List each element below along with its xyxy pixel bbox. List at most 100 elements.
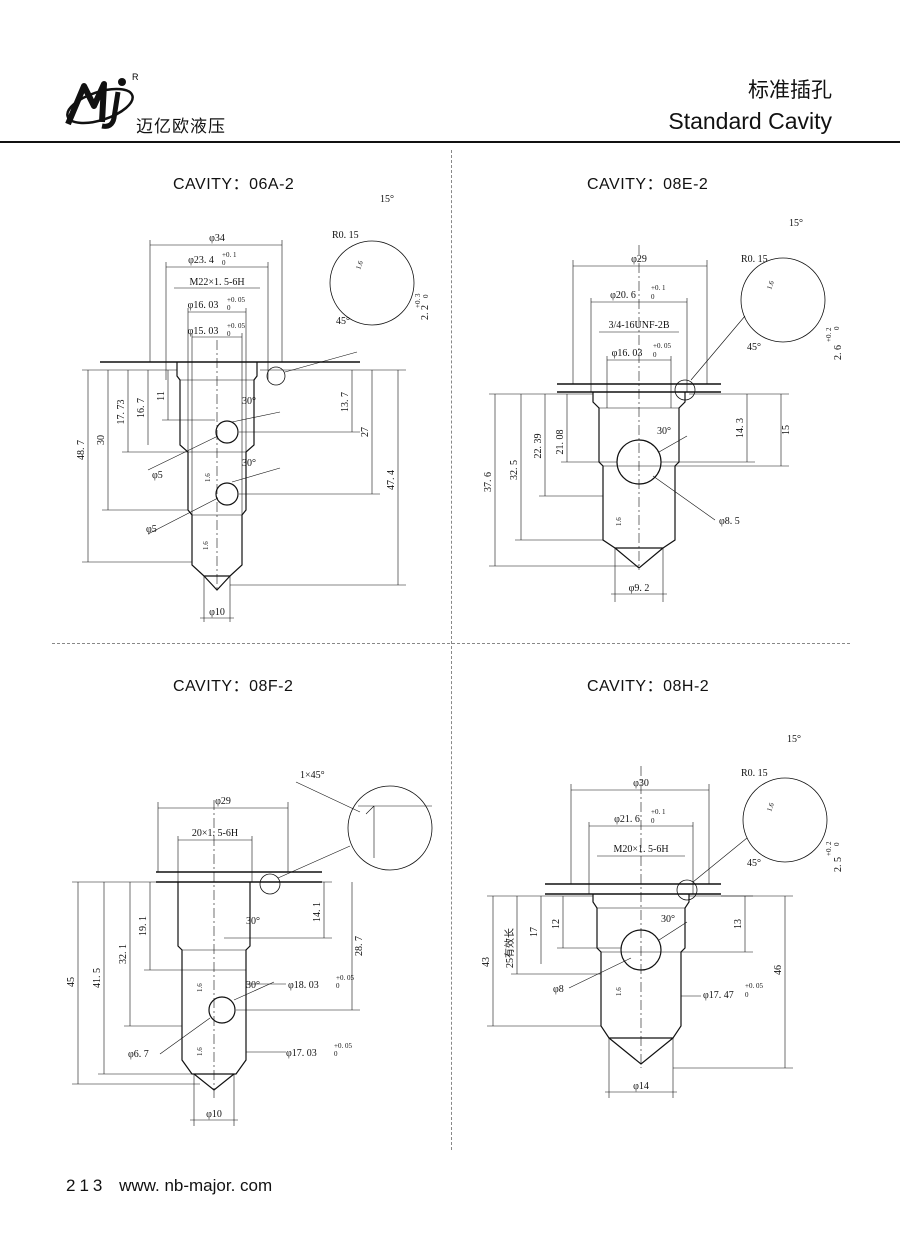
dim-hole: φ8 <box>553 984 564 995</box>
dim-tolerance: +0. 1 <box>651 284 666 292</box>
dim-tolerance: +0. 05 <box>336 974 354 982</box>
dim-hole: φ17. 03 <box>286 1048 317 1059</box>
dim-length: 14. 3 <box>735 418 746 438</box>
dim-length: 37. 6 <box>483 472 494 492</box>
dim-length: 27 <box>360 427 371 437</box>
detail-angle-top: 15° <box>380 194 394 205</box>
angle-label: 30° <box>242 458 256 469</box>
detail-radius: R0. 15 <box>741 768 768 779</box>
vertical-divider <box>451 150 452 1150</box>
detail-roughness: 1.6 <box>354 259 365 270</box>
dim-tolerance: 0 <box>745 991 749 999</box>
dim-diameter: φ23. 4 <box>188 255 214 266</box>
dim-hole: φ8. 5 <box>719 516 740 527</box>
angle-label: 30° <box>657 426 671 437</box>
page-number: 213 <box>66 1176 107 1195</box>
dim-length: 14. 1 <box>312 902 323 922</box>
brand-name: 迈亿欧液压 <box>136 117 226 137</box>
dim-length: 13. 7 <box>340 392 351 412</box>
detail-roughness: 1.6 <box>765 279 776 290</box>
dim-tolerance: +0. 1 <box>651 808 666 816</box>
dim-length: 12 <box>551 919 562 929</box>
dim-length: 32. 5 <box>509 460 520 480</box>
dim-thread: M22×1. 5-6H <box>189 277 244 288</box>
angle-label: 30° <box>661 914 675 925</box>
dim-bottom-diameter: φ10 <box>206 1109 222 1120</box>
dim-diameter: φ29 <box>631 254 647 265</box>
angle-label: 30° <box>246 916 260 927</box>
page-title: Standard Cavity <box>668 108 832 134</box>
dim-diameter: φ15. 03 <box>188 326 219 337</box>
dim-diameter: φ29 <box>215 796 231 807</box>
detail-angle-bottom: 45° <box>336 316 350 327</box>
dim-hole: φ5 <box>152 470 163 481</box>
detail-chamfer: 1×45° <box>300 770 325 781</box>
detail-depth: 2. 2 <box>420 305 431 320</box>
dim-length: 30 <box>96 435 107 445</box>
roughness-label: 1.6 <box>196 1047 204 1056</box>
dim-length: 17. 73 <box>116 400 127 425</box>
roughness-label: 1.6 <box>202 541 210 550</box>
dim-length: 32. 1 <box>118 944 129 964</box>
dim-tolerance: 0 <box>222 259 226 267</box>
detail-tolerance: +0. 2 <box>825 327 833 342</box>
dim-length: 22. 39 <box>533 434 544 459</box>
header-rule <box>0 141 900 143</box>
registered-mark: R <box>132 72 139 82</box>
dim-tolerance: 0 <box>336 982 340 990</box>
detail-tolerance: 0 <box>422 294 430 298</box>
dim-diameter: φ16. 03 <box>188 300 219 311</box>
dim-length: 21. 08 <box>555 430 566 455</box>
dim-length: 17 <box>529 927 540 937</box>
dim-diameter: φ34 <box>209 233 225 244</box>
detail-roughness: 1.6 <box>765 801 776 812</box>
detail-angle-top: 15° <box>789 218 803 229</box>
page-title-chinese: 标准插孔 <box>748 78 832 102</box>
detail-depth: 2. 6 <box>833 345 844 360</box>
dim-tolerance: 0 <box>653 351 657 359</box>
roughness-label: 1.6 <box>196 983 204 992</box>
angle-label: 30° <box>242 396 256 407</box>
detail-angle-bottom: 45° <box>747 858 761 869</box>
dim-diameter: φ21. 6 <box>614 814 640 825</box>
dim-length: 11 <box>156 391 167 401</box>
dim-thread: 3/4-16UNF-2B <box>608 320 669 331</box>
dim-length: 41. 5 <box>92 968 103 988</box>
dim-length: 15 <box>781 425 792 435</box>
roughness-label: 1.6 <box>615 517 623 526</box>
detail-angle-top: 15° <box>787 734 801 745</box>
cavity-drawing-08f2: φ29 20×1. 5-6H 45 41. 5 32. 1 19. 1 14. … <box>60 760 450 1140</box>
dim-bottom-diameter: φ9. 2 <box>629 583 650 594</box>
dim-length: 48. 7 <box>76 440 87 460</box>
website-link[interactable]: www. nb-major. com <box>119 1176 273 1195</box>
page-footer: 213 www. nb-major. com <box>66 1176 272 1196</box>
cavity-drawing-08h2: φ30 φ21. 6 +0. 1 0 M20×1. 5-6H 43 25有效长 … <box>475 726 865 1136</box>
dim-tolerance: +0. 1 <box>222 251 237 259</box>
detail-tolerance: +0. 3 <box>414 293 422 308</box>
dim-length: 43 <box>481 957 492 967</box>
dim-diameter: φ16. 03 <box>612 348 643 359</box>
company-logo: R <box>65 72 139 129</box>
dim-bottom-diameter: φ10 <box>209 607 225 618</box>
detail-radius: R0. 15 <box>741 254 768 265</box>
dim-thread: M20×1. 5-6H <box>613 844 668 855</box>
cavity-title-08h2: CAVITY：08H-2 <box>587 678 710 695</box>
dim-length: 13 <box>733 919 744 929</box>
page-header: R 迈亿欧液压 标准插孔 Standard Cavity <box>0 0 900 143</box>
dim-diameter: φ30 <box>633 778 649 789</box>
cavity-drawing-06a2: φ34 φ23. 4 +0. 1 0 M22×1. 5-6H φ16. 03 +… <box>70 190 450 630</box>
dim-tolerance: 0 <box>651 817 655 825</box>
dim-tolerance: +0. 05 <box>227 296 245 304</box>
detail-depth: 2. 5 <box>833 857 844 872</box>
horizontal-divider <box>52 643 850 644</box>
dim-length: 28. 7 <box>354 936 365 956</box>
dim-hole: φ17. 47 <box>703 990 734 1001</box>
dim-hole: φ5 <box>146 524 157 535</box>
dim-diameter: φ20. 6 <box>610 290 636 301</box>
dim-tolerance: +0. 05 <box>653 342 671 350</box>
roughness-label: 1.6 <box>204 473 212 482</box>
detail-angle-bottom: 45° <box>747 342 761 353</box>
cavity-title-08e2: CAVITY：08E-2 <box>587 176 709 193</box>
dim-tolerance: 0 <box>227 304 231 312</box>
dim-thread: 20×1. 5-6H <box>192 828 238 839</box>
